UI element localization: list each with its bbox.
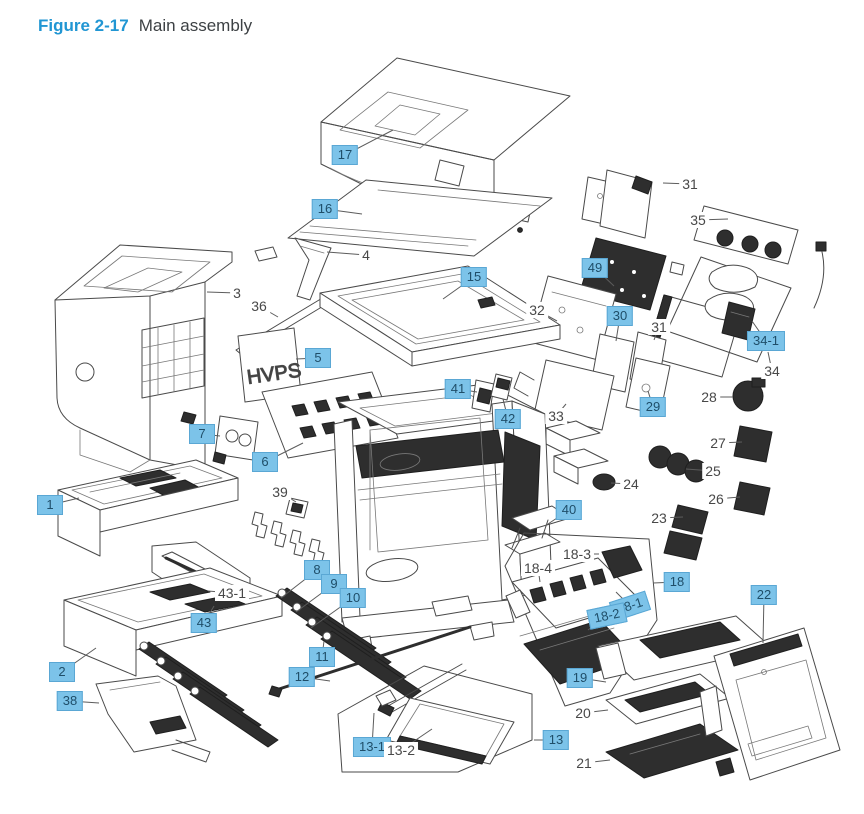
callout-23: 23 <box>648 510 670 526</box>
callout-31: 31 <box>679 176 701 192</box>
callout-18: 18 <box>663 572 691 592</box>
callout-13: 13 <box>542 730 570 750</box>
figure-title: Figure 2-17 Main assembly <box>38 16 252 36</box>
callout-16: 16 <box>311 199 339 219</box>
figure-name: Main assembly <box>138 16 253 35</box>
callout-33: 33 <box>545 408 567 424</box>
callout-19: 19 <box>566 668 594 688</box>
callout-13-1: 13-1 <box>352 737 392 757</box>
figure-number: Figure 2-17 <box>38 16 129 35</box>
callout-30: 30 <box>606 306 634 326</box>
callout-17: 17 <box>331 145 359 165</box>
callout-6: 6 <box>252 452 278 472</box>
callout-38: 38 <box>56 691 84 711</box>
callout-41: 41 <box>444 379 472 399</box>
callout-3: 3 <box>230 285 244 301</box>
callout-25: 25 <box>702 463 724 479</box>
callout-28: 28 <box>698 389 720 405</box>
callout-34-1: 34-1 <box>746 331 786 351</box>
callout-39: 39 <box>269 484 291 500</box>
callout-7: 7 <box>189 424 215 444</box>
callout-49: 49 <box>581 258 609 278</box>
callout-43: 43 <box>190 613 218 633</box>
callout-22: 22 <box>750 585 778 605</box>
callout-12: 12 <box>288 667 316 687</box>
callout-24: 24 <box>620 476 642 492</box>
callout-1: 1 <box>37 495 63 515</box>
callout-13-2: 13-2 <box>383 742 419 758</box>
callout-27: 27 <box>707 435 729 451</box>
callout-43-1: 43-1 <box>214 585 250 601</box>
callout-35: 35 <box>687 212 709 228</box>
callout-36: 36 <box>248 298 270 314</box>
callout-11: 11 <box>309 647 335 667</box>
callout-10: 10 <box>339 588 367 608</box>
callout-42: 42 <box>494 409 522 429</box>
callout-29: 29 <box>639 397 667 417</box>
callout-34: 34 <box>761 363 783 379</box>
callout-15: 15 <box>460 267 488 287</box>
callout-40: 40 <box>555 500 583 520</box>
callout-4: 4 <box>359 247 373 263</box>
callout-18-3: 18-3 <box>559 546 595 562</box>
callout-18-4: 18-4 <box>520 560 556 576</box>
callout-21: 21 <box>573 755 595 771</box>
callout-20: 20 <box>572 705 594 721</box>
callout-5: 5 <box>305 348 331 368</box>
callout-26: 26 <box>705 491 727 507</box>
callout-2: 2 <box>49 662 75 682</box>
callout-31: 31 <box>648 319 670 335</box>
callout-32: 32 <box>526 302 548 318</box>
